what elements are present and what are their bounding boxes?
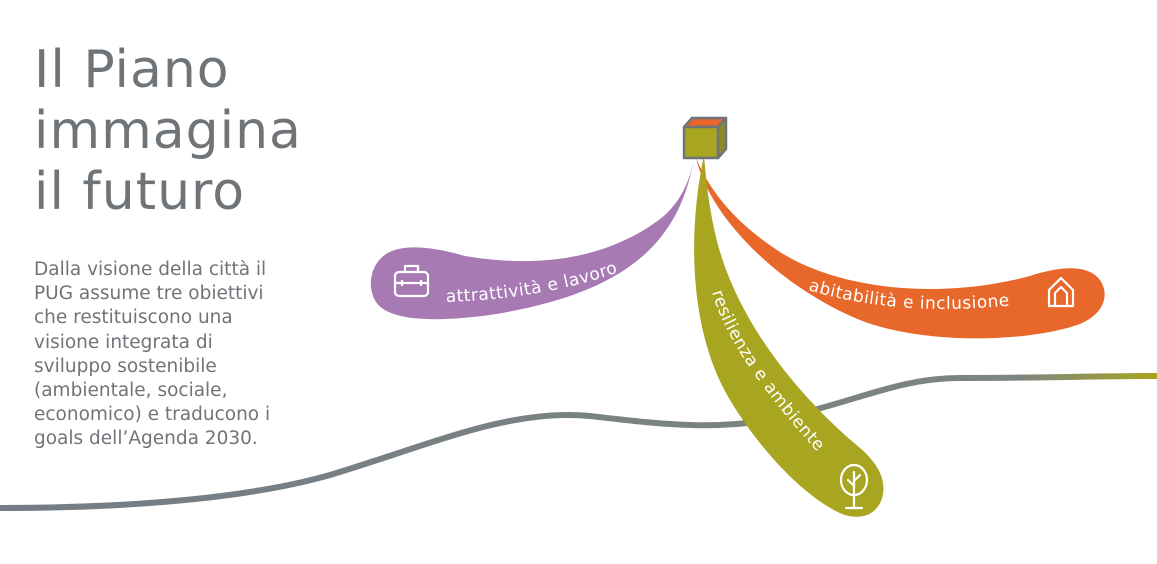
branch-abitabilita [696,158,1105,339]
description-paragraph: Dalla visione della città il PUG assume … [34,258,324,452]
description-line: economico) e traducono i [34,404,271,426]
cube-icon [682,116,728,160]
description-line: Dalla visione della città il [34,259,267,280]
title-line: il futuro [34,162,246,222]
title-line: immagina [34,101,302,161]
branch-resilienza [694,155,884,517]
briefcase-icon [393,264,430,298]
description-line: goals dell’Agenda 2030. [34,428,258,450]
description-line: che restituiscono una [34,307,233,329]
tree-icon [839,463,869,510]
page-title: Il Piano immagina il futuro [34,40,302,223]
ground-line [0,373,1157,511]
description-line: PUG assume tre obiettivi [34,283,264,305]
description-line: sviluppo sostenibile [34,355,217,377]
house-icon [1047,276,1075,308]
branch-attrattivita [370,158,694,320]
description-line: visione integrata di [34,331,213,353]
description-line: (ambientale, sociale, [34,380,228,402]
title-line: Il Piano [34,40,230,100]
